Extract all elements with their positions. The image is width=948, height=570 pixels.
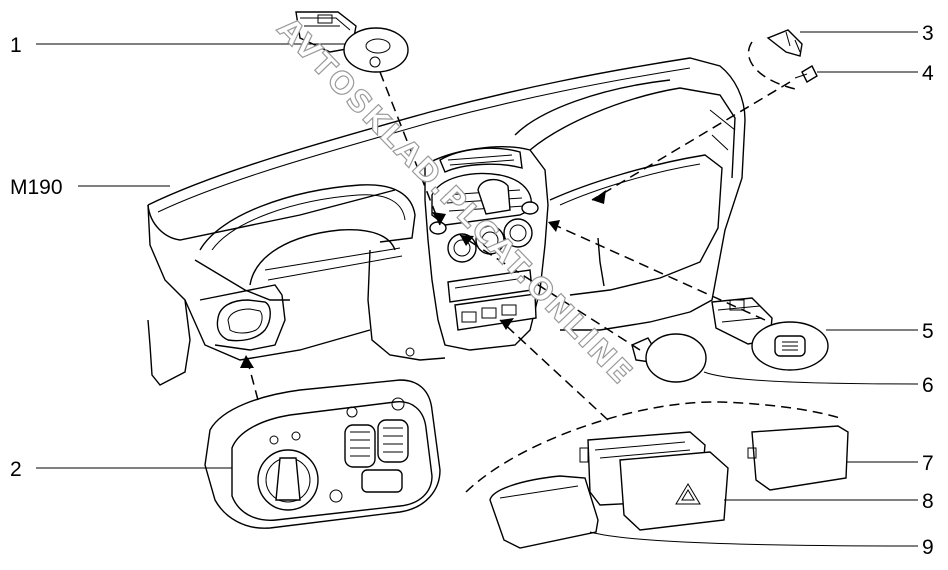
callout-labels: 1 M190 2 3 4 5 6 7 8 9 bbox=[10, 22, 934, 559]
arrowheads bbox=[240, 190, 606, 368]
callout-9: 9 bbox=[922, 536, 934, 559]
part-6-blank-plug bbox=[631, 333, 707, 383]
assembly-guide-lines bbox=[245, 41, 841, 493]
callout-m190: M190 bbox=[10, 176, 63, 199]
hazard-triangle-icon bbox=[675, 483, 701, 505]
callout-4: 4 bbox=[922, 62, 934, 85]
watermark-text: AVTOSKLAD.PLCAT.ONLINE bbox=[270, 11, 639, 392]
callout-7: 7 bbox=[922, 452, 934, 475]
part-8-hazard-switch bbox=[579, 431, 729, 531]
part-3-bracket bbox=[766, 29, 803, 57]
part-1-round-switch bbox=[295, 11, 409, 73]
callout-5: 5 bbox=[922, 320, 934, 343]
part-4-screw bbox=[794, 65, 818, 83]
part-5-rear-defrost-switch bbox=[711, 297, 829, 371]
callout-leaders bbox=[36, 31, 919, 547]
part-7-blank-rectangular bbox=[747, 425, 849, 491]
callout-1: 1 bbox=[10, 34, 22, 57]
dashboard-panel bbox=[147, 57, 746, 386]
callout-2: 2 bbox=[10, 458, 22, 481]
part-9-blank-plug bbox=[489, 475, 599, 549]
callout-3: 3 bbox=[922, 22, 934, 45]
callout-8: 8 bbox=[922, 490, 934, 513]
rear-defrost-icon bbox=[782, 341, 798, 351]
callout-6: 6 bbox=[922, 374, 934, 397]
part-2-light-switch-module bbox=[204, 379, 441, 529]
